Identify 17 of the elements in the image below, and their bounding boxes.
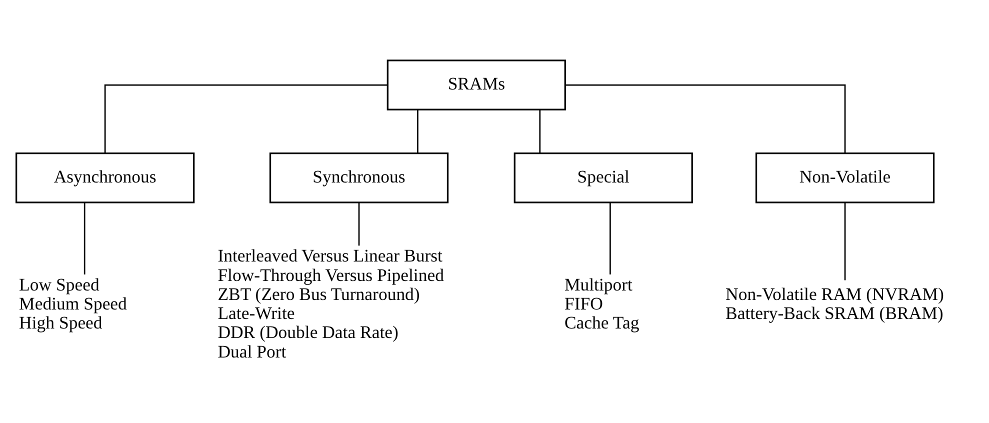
connector bbox=[84, 202, 86, 274]
connector bbox=[610, 202, 611, 274]
node-text: Multiport FIFO Cache Tag bbox=[564, 274, 640, 332]
node-text: Interleaved Versus Linear Burst Flow-Through Versus Pipelined ZBT (Zero Bus Turnaround) Late-Write DDR (Double Data Rate) Dual Port bbox=[218, 245, 444, 361]
connector bbox=[358, 202, 360, 246]
connector bbox=[565, 84, 846, 152]
connector bbox=[844, 202, 846, 280]
connector bbox=[104, 84, 388, 152]
node-box: Special bbox=[514, 152, 693, 203]
connector bbox=[539, 109, 541, 152]
node-box: Synchronous bbox=[269, 152, 449, 203]
node-text: Low Speed Medium Speed High Speed bbox=[19, 274, 127, 332]
node-box: Asynchronous bbox=[16, 152, 195, 203]
node-box: Non-Volatile bbox=[755, 152, 935, 203]
connector bbox=[417, 109, 418, 152]
node-box: SRAMs bbox=[386, 59, 566, 110]
node-text: Non-Volatile RAM (NVRAM) Battery-Back SRAM (BRAM) bbox=[726, 283, 944, 323]
